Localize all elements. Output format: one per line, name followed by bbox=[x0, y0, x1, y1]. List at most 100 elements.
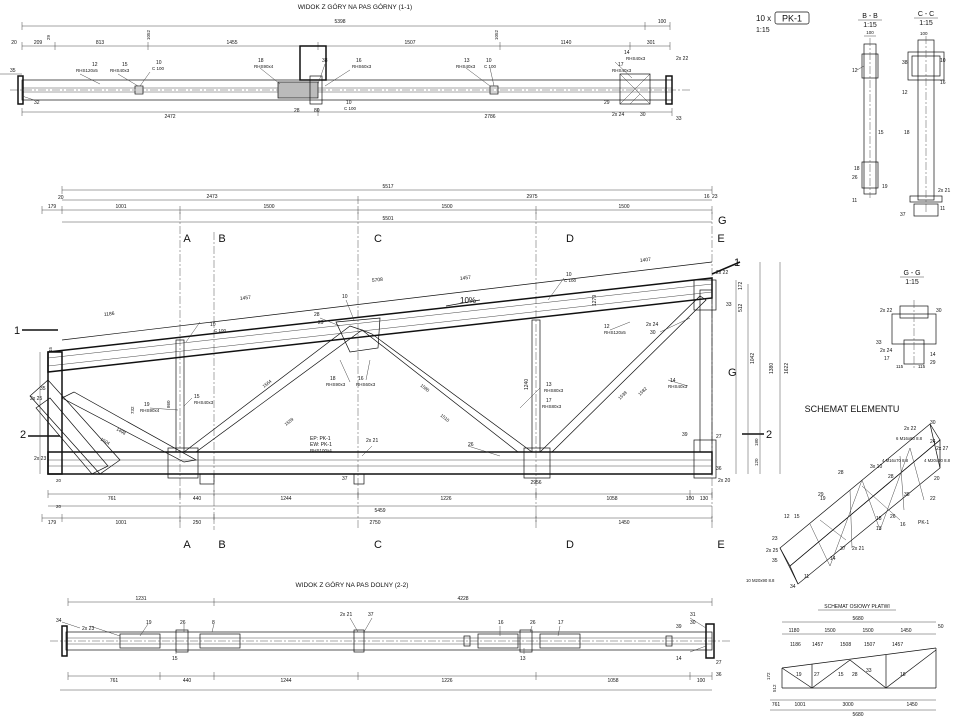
top-m18-profile: RHS90x4 bbox=[254, 64, 274, 69]
axis-bottom-a: A bbox=[183, 539, 191, 551]
elev-bottom-761: 761 bbox=[108, 496, 117, 502]
elev-m28: 28 bbox=[314, 312, 320, 318]
top-m16: 16 bbox=[356, 58, 362, 64]
sa-bay-4: 1450 bbox=[900, 628, 911, 634]
cc-label-37: 37 bbox=[900, 212, 906, 218]
schema-element-title: SCHEMAT ELEMENTU bbox=[805, 404, 900, 414]
gg-dim-115a: 115 bbox=[896, 364, 904, 369]
top-m33: 33 bbox=[676, 116, 682, 122]
top-seg-1: 209 bbox=[34, 40, 43, 46]
sa-bottom-1001: 1001 bbox=[794, 702, 805, 708]
slope-label: 10% bbox=[460, 296, 476, 305]
bv-m8: 8 bbox=[212, 620, 215, 626]
top-m12: 12 bbox=[92, 62, 98, 68]
elev-small-20: 20 bbox=[58, 195, 64, 201]
gg-weld-22: 2x 22 bbox=[880, 308, 892, 314]
elev-m18-profile: RHS90x3 bbox=[326, 382, 346, 387]
top-m10a: 10 bbox=[156, 60, 162, 66]
section-bb: B - B 1:15 100 12 15 18 26 19 11 bbox=[852, 13, 888, 204]
se-label-35: 35 bbox=[772, 558, 778, 564]
top-m10a-profile: C 100 bbox=[152, 66, 165, 71]
elev-overall: 5517 bbox=[382, 184, 393, 190]
axis-bottom-e: E bbox=[717, 539, 724, 551]
sa-chord-1457b: 1457 bbox=[892, 642, 903, 648]
se-label-10m20: 10 M20x90 8.8 bbox=[746, 578, 775, 583]
cc-weld-21: 2x 21 bbox=[938, 188, 950, 194]
sa-bay-2: 1500 bbox=[824, 628, 835, 634]
sa-chord-1507: 1507 bbox=[864, 642, 875, 648]
diag-1510: 1510 bbox=[439, 413, 450, 423]
elev-note-ew: EW: PK-1 bbox=[310, 442, 332, 448]
bv-m26a: 26 bbox=[180, 620, 186, 626]
top-misc-1052a: 1052 bbox=[146, 29, 151, 40]
elev-height-1042: 1042 bbox=[750, 353, 756, 364]
elev-top-right2: 23 bbox=[712, 194, 718, 200]
elev-m17-profile: RHS80x3 bbox=[542, 404, 562, 409]
section-gg-title: G - G bbox=[903, 270, 920, 277]
axis-top-g: G bbox=[718, 215, 727, 227]
elev-m18: 18 bbox=[330, 376, 336, 382]
section-mark-right-2: 2 bbox=[766, 429, 772, 441]
bv-m19: 19 bbox=[146, 620, 152, 626]
top-m10b-profile: C 100 bbox=[344, 106, 357, 111]
elev-bay-2: 1500 bbox=[263, 204, 274, 210]
top-m15-profile: RHS40x3 bbox=[110, 68, 130, 73]
elev-note-ep: EP: PK-1 bbox=[310, 436, 331, 442]
elev-m29: 29 bbox=[318, 320, 324, 326]
se-label-19: 19 bbox=[820, 496, 826, 502]
elev-small-180: 180 bbox=[754, 438, 759, 446]
diag-1580: 1580 bbox=[419, 383, 430, 393]
top-m18: 18 bbox=[258, 58, 264, 64]
elev-small-20c: 20 bbox=[56, 504, 62, 509]
elev-bay-1: 1001 bbox=[115, 204, 126, 210]
sa-m15: 15 bbox=[838, 672, 844, 678]
se-label-13: 13 bbox=[876, 526, 882, 532]
sa-m19: 19 bbox=[796, 672, 802, 678]
elev-axis-1001: 1001 bbox=[115, 520, 126, 526]
elev-m30: 30 bbox=[650, 330, 656, 336]
top-misc-1052b: 1052 bbox=[494, 29, 499, 40]
elev-bottom-1226: 1226 bbox=[440, 496, 451, 502]
elev-small-35: 35 bbox=[40, 386, 46, 392]
bv-seg-1226: 1226 bbox=[441, 678, 452, 684]
se-label-2x22: 2x 22 bbox=[904, 426, 916, 432]
section-gg-scale: 1:15 bbox=[905, 279, 919, 286]
top-m17: 17 bbox=[618, 62, 624, 68]
sa-bottom-overall: 5680 bbox=[852, 712, 863, 718]
top-m10c-profile: C 100 bbox=[484, 64, 497, 69]
bb-dim-100: 100 bbox=[866, 30, 874, 35]
elev-m19-profile: RHS90x4 bbox=[140, 408, 160, 413]
elev-small-45: 45 bbox=[48, 346, 53, 352]
section-mark-g: G bbox=[728, 367, 737, 379]
elev-bottom-1058: 1058 bbox=[606, 496, 617, 502]
schema-axis: SCHEMAT OSIOWY PŁATWI 5680 50 1180 1500 … bbox=[766, 604, 944, 718]
elev-axis-1450: 1450 bbox=[618, 520, 629, 526]
part-mark: PK-1 bbox=[782, 14, 802, 24]
top-left-35: 35 bbox=[10, 68, 16, 74]
elev-m15-profile: RHS40x3 bbox=[194, 400, 214, 405]
bv-m16: 16 bbox=[498, 620, 504, 626]
top-misc-29: 29 bbox=[46, 34, 51, 40]
elev-height-512: 512 bbox=[738, 303, 744, 312]
gg-label-30: 30 bbox=[936, 308, 942, 314]
bv-m14: 14 bbox=[676, 656, 682, 662]
se-label-2x25: 2x 25 bbox=[766, 548, 778, 554]
bottom-chord-view: WIDOK Z GÓRY NA PAS DOLNY (2-2) 1231 422… bbox=[50, 580, 730, 691]
elev-height-1622: 1622 bbox=[784, 363, 790, 374]
se-label-3x10: 3x 10 bbox=[870, 464, 882, 470]
elev-m10: 10 bbox=[210, 322, 216, 328]
section-gg: G - G 1:15 2x 22 30 33 2x 24 17 115 14 2… bbox=[876, 270, 942, 370]
elev-m14: 14 bbox=[670, 378, 676, 384]
section-cc-title: C - C bbox=[918, 11, 934, 18]
bv-seg-1058: 1058 bbox=[607, 678, 618, 684]
bv-weld-21: 2x 21 bbox=[340, 612, 352, 618]
elev-bottom-100: 100 bbox=[686, 496, 695, 502]
elev-m17: 17 bbox=[546, 398, 552, 404]
top-m13-profile: RHS40x3 bbox=[456, 64, 476, 69]
bv-m34: 34 bbox=[56, 618, 62, 624]
top-m32: 32 bbox=[34, 100, 40, 106]
top-m13: 13 bbox=[464, 58, 470, 64]
bv-m37: 37 bbox=[368, 612, 374, 618]
bv-m26b: 26 bbox=[530, 620, 536, 626]
top-m14: 14 bbox=[624, 50, 630, 56]
